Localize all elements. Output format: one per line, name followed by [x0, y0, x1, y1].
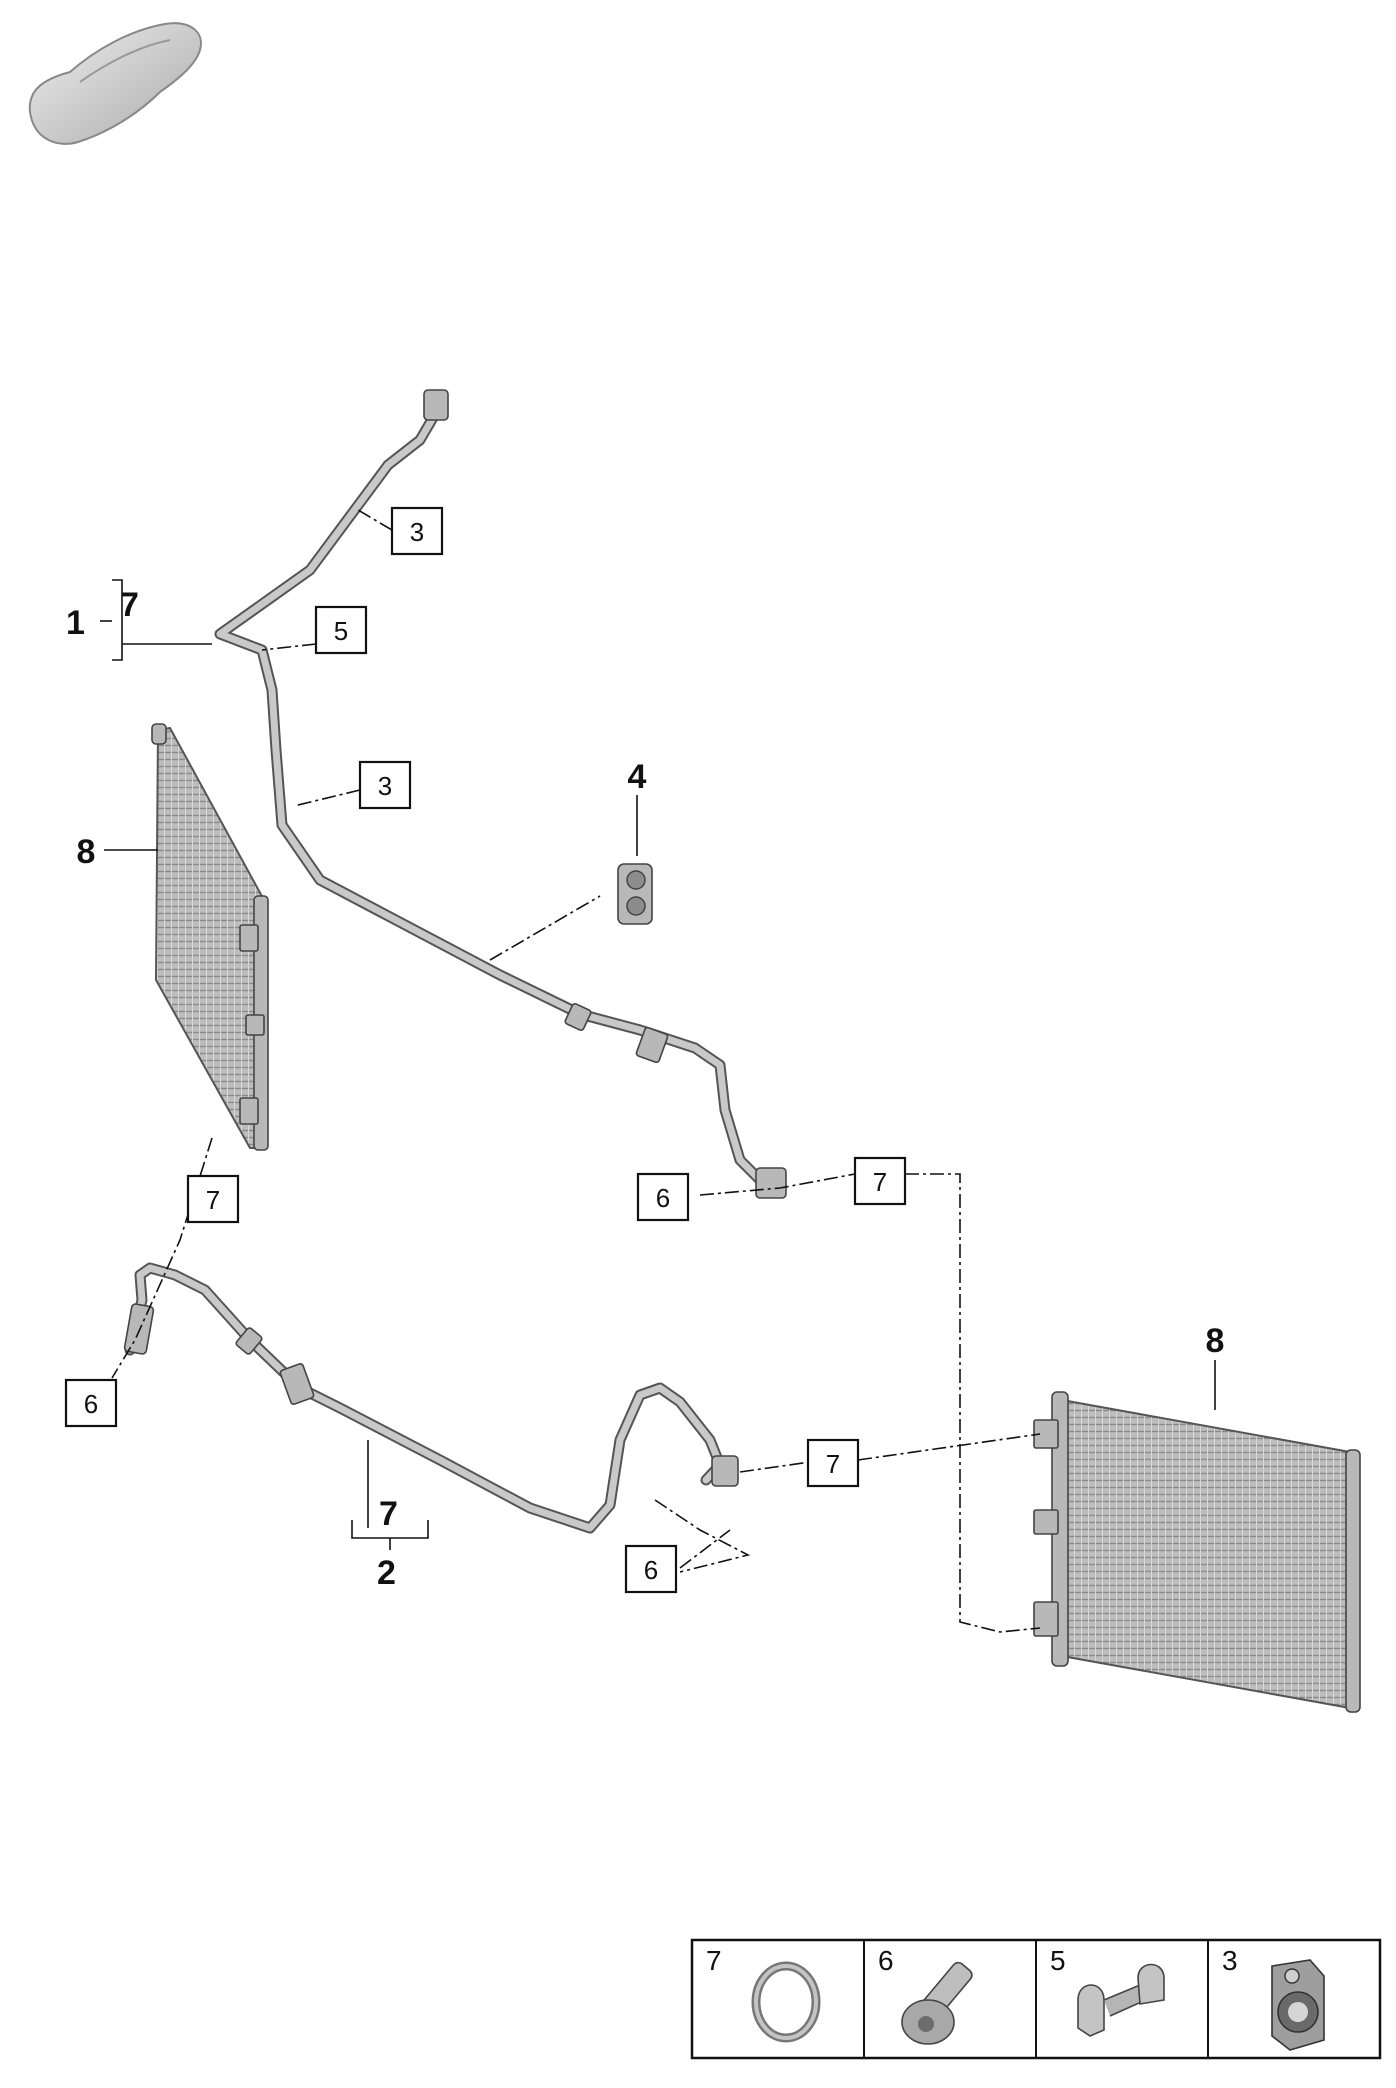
pipe-holder-icon [1271, 1959, 1325, 2051]
line-joint-3 [235, 1327, 263, 1355]
o-ring-seal-icon [751, 1961, 821, 2043]
svg-text:6: 6 [84, 1389, 98, 1419]
refrigerant-line-upper [214, 389, 787, 1199]
callout-8-right[interactable]: 8 [1206, 1322, 1225, 1360]
svg-text:6: 6 [644, 1555, 658, 1585]
svg-text:2: 2 [377, 1554, 396, 1592]
callout-7-upper-right[interactable]: 7 [853, 1156, 907, 1206]
callout-3-upper[interactable]: 3 [390, 506, 444, 556]
svg-text:3: 3 [1222, 1945, 1238, 1976]
small-parts-legend: 7 6 5 3 [690, 1938, 1382, 2060]
callout-2[interactable]: 7 2 [377, 1495, 398, 1592]
vehicle-thumbnail-icon [28, 22, 202, 145]
callout-6-left[interactable]: 6 [64, 1378, 118, 1428]
bolt-icon [901, 1961, 973, 2045]
legend-cell-3[interactable]: 3 [1222, 1945, 1325, 2051]
callout-1[interactable]: 1 7 [66, 586, 139, 642]
svg-text:3: 3 [378, 771, 392, 801]
pipe-clip-icon [1077, 1963, 1165, 2037]
callout-4[interactable]: 4 [628, 758, 647, 796]
svg-text:7: 7 [873, 1167, 887, 1197]
line-fitting-right [711, 1455, 739, 1487]
legend-cell-5[interactable]: 5 [1050, 1945, 1165, 2037]
pressure-sensor-part [617, 863, 653, 925]
line-fitting-top [423, 389, 449, 421]
callout-7-left[interactable]: 7 [186, 1174, 240, 1224]
callout-7-lower-right[interactable]: 7 [806, 1438, 860, 1488]
svg-text:5: 5 [1050, 1945, 1066, 1976]
leader-lines [100, 509, 1216, 1633]
svg-text:4: 4 [628, 758, 647, 796]
callout-3-lower[interactable]: 3 [358, 760, 412, 810]
legend-cell-6[interactable]: 6 [878, 1945, 974, 2045]
condenser-right [1033, 1391, 1361, 1713]
refrigerant-line-lower [123, 1262, 739, 1534]
line-joint-1 [564, 1002, 592, 1032]
svg-text:7: 7 [120, 586, 139, 624]
svg-text:7: 7 [379, 1495, 398, 1533]
svg-text:3: 3 [410, 517, 424, 547]
callout-5[interactable]: 5 [314, 605, 368, 655]
condenser-left [151, 723, 269, 1151]
callout-6-upper[interactable]: 6 [636, 1172, 690, 1222]
line-fitting-left [123, 1303, 155, 1355]
line-joint-2 [635, 1026, 669, 1064]
svg-text:6: 6 [656, 1183, 670, 1213]
svg-text:7: 7 [706, 1945, 722, 1976]
svg-text:8: 8 [77, 833, 96, 871]
svg-text:5: 5 [334, 616, 348, 646]
svg-text:6: 6 [878, 1945, 894, 1976]
callout-6-lower[interactable]: 6 [624, 1544, 678, 1594]
svg-text:7: 7 [826, 1449, 840, 1479]
svg-text:8: 8 [1206, 1322, 1225, 1360]
legend-cell-7[interactable]: 7 [706, 1945, 821, 2043]
svg-text:7: 7 [206, 1185, 220, 1215]
callout-8-left[interactable]: 8 [77, 833, 96, 871]
svg-text:1: 1 [66, 604, 85, 642]
line-fitting-bottom [755, 1167, 787, 1199]
line-joint-4 [279, 1363, 315, 1405]
